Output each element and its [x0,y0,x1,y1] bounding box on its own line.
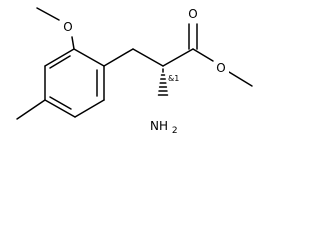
bond-benzylic-to-alpha-carbon [132,48,164,67]
ring-inner-double-bond-left [49,55,71,69]
bond-oxygen-to-ring [71,36,75,50]
molecule-structure-diagram: O O O NH 2 &1 [16,5,253,136]
atom-label-ester-oxygen: O [216,61,225,75]
ring-bond-c5-c6 [74,99,105,118]
mask-carbonyl-oxygen [186,5,201,22]
bond-alpha-to-carbonyl-carbon [162,48,194,67]
bond-ring-to-methyl [16,99,46,120]
ring-inner-double-bond-lower [49,96,72,110]
stereo-descriptor-label: &1 [168,74,179,83]
mask-ether-oxygen [61,18,76,35]
dashed-wedge-bond-to-amino [157,68,169,96]
bond-ring-to-benzylic-carbon [103,48,134,67]
atom-label-amino-group: NH 2 [150,119,178,136]
mask-ester-oxygen [214,59,229,76]
mask-amino-group [148,115,179,133]
bond-methoxy-methyl-to-oxygen [36,7,60,21]
atom-label-ether-oxygen: O [63,20,72,34]
bond-ester-oxygen-to-methyl [228,71,253,87]
ring-bond-c4-c5 [44,99,76,118]
amino-main-text: NH [150,119,168,133]
ring-bond-c1-c2 [73,48,105,67]
atom-label-carbonyl-oxygen: O [188,7,197,21]
bond-carbonyl-carbon-to-ester-oxygen [192,48,214,62]
ring-bond-c2-c3 [44,48,75,67]
amino-subscript-text: 2 [172,126,178,136]
